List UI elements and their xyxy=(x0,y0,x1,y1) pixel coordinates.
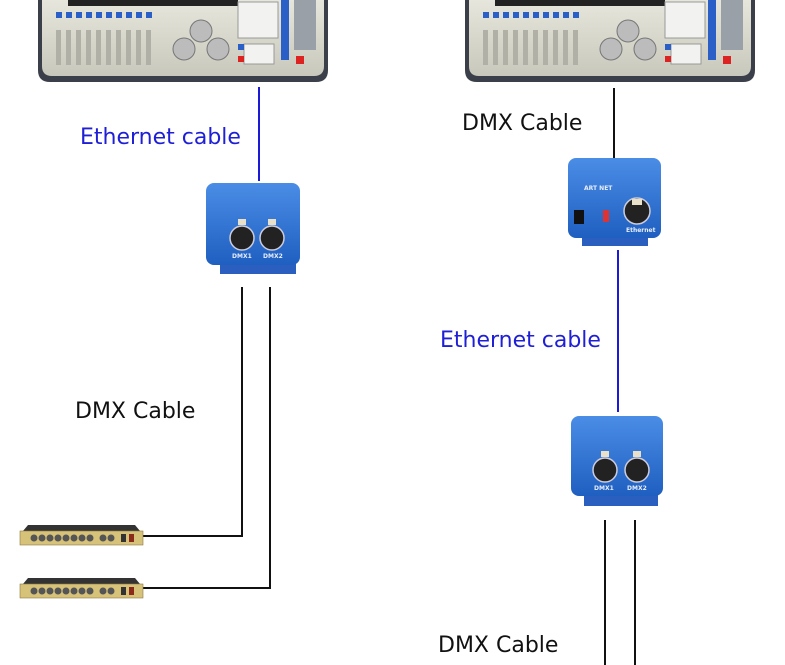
port-label-dmx1: DMX1 xyxy=(232,253,252,260)
label-dmx-cable-right-bottom: DMX Cable xyxy=(438,633,559,658)
port-label-dmx2: DMX2 xyxy=(263,253,283,260)
dmx-rack-unit-1 xyxy=(19,524,144,546)
port-label-ethernet: Ethernet xyxy=(626,227,656,234)
label-dmx-cable-right-top: DMX Cable xyxy=(462,111,583,136)
dmx-cable-left-1 xyxy=(143,287,243,537)
lighting-console-left xyxy=(37,0,329,83)
port-label-dmx1: DMX1 xyxy=(594,485,614,492)
label-ethernet-cable-right: Ethernet cable xyxy=(440,328,601,353)
dmx-splitter-device-right: DMX1 DMX2 xyxy=(571,416,663,506)
node-logo: ART NET xyxy=(584,185,613,192)
label-ethernet-cable-left: Ethernet cable xyxy=(80,125,241,150)
lighting-console-right xyxy=(464,0,756,83)
label-dmx-cable-left: DMX Cable xyxy=(75,399,196,424)
dmx-rack-unit-2 xyxy=(19,577,144,599)
dmx-cable-left-2 xyxy=(143,287,271,589)
dmx-splitter-device-left: DMX1 DMX2 xyxy=(206,183,300,274)
port-label-dmx2: DMX2 xyxy=(627,485,647,492)
artnet-node-device: ART NET Ethernet xyxy=(568,158,661,246)
